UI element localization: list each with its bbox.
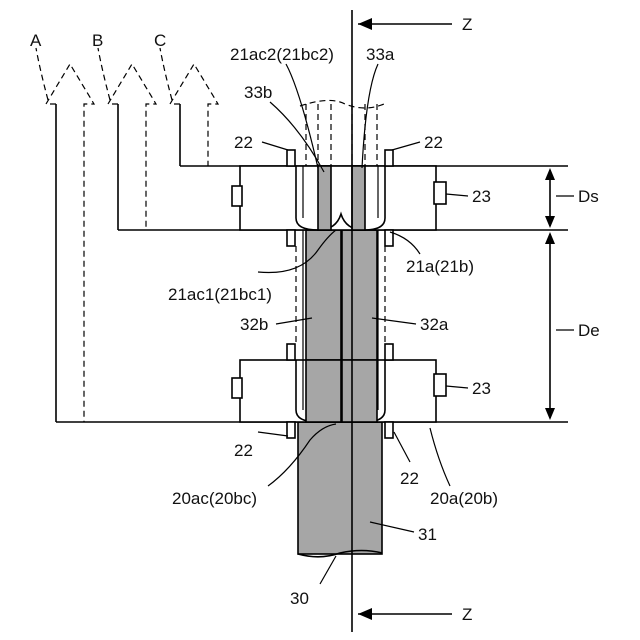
label-31: 31 <box>418 525 437 544</box>
label-de: De <box>578 321 600 340</box>
z-arrow-top <box>358 18 452 30</box>
z-arrow-bottom <box>358 608 452 620</box>
label-ds: Ds <box>578 187 599 206</box>
fiber-31 <box>298 422 382 554</box>
label-20ac: 20ac(20bc) <box>172 489 257 508</box>
dimension-de <box>545 232 555 420</box>
label-a: A <box>30 31 42 50</box>
label-21ac1: 21ac1(21bc1) <box>168 285 272 304</box>
label-30: 30 <box>290 589 309 608</box>
label-21ac2: 21ac2(21bc2) <box>230 45 334 64</box>
label-b: B <box>92 31 103 50</box>
label-32b: 32b <box>240 315 268 334</box>
label-22-top-left: 22 <box>234 133 253 152</box>
label-22-bottom-left: 22 <box>234 441 253 460</box>
label-32a: 32a <box>420 315 449 334</box>
dashed-fibers-top <box>300 100 384 166</box>
label-z-top: Z <box>462 15 472 34</box>
label-22-top-right: 22 <box>424 133 443 152</box>
label-20a: 20a(20b) <box>430 489 498 508</box>
label-23-top: 23 <box>472 187 491 206</box>
label-c: C <box>154 31 166 50</box>
label-23-bottom: 23 <box>472 379 491 398</box>
arrow-c <box>160 48 218 166</box>
label-21a: 21a(21b) <box>406 257 474 276</box>
label-33b: 33b <box>244 83 272 102</box>
arrow-b <box>98 48 156 230</box>
dimension-ds <box>545 168 555 228</box>
label-33a: 33a <box>366 45 395 64</box>
label-z-bottom: Z <box>462 605 472 624</box>
label-22-bottom-right: 22 <box>400 469 419 488</box>
arrow-a <box>36 48 94 422</box>
